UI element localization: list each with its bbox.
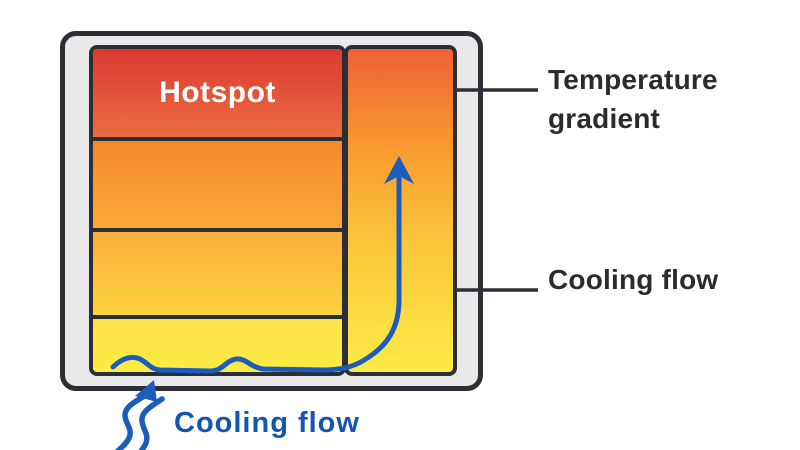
temperature-band-4 [93,315,342,372]
squiggle-flow-line-right [138,396,165,450]
temperature-band-2 [93,137,342,228]
squiggle-flow-line-left [114,391,151,450]
hotspot-label: Hotspot [159,76,276,109]
cooling-flow-label: Cooling flow [548,264,719,295]
temperature-gradient-label: Temperature gradient [548,64,718,134]
temperature-gradient-column [344,45,457,376]
cooling-flow-caption: Cooling flow [174,407,360,439]
temperature-band-stack: Hotspot [89,45,346,376]
hotspot-band: Hotspot [93,49,342,137]
temperature-band-3 [93,228,342,315]
